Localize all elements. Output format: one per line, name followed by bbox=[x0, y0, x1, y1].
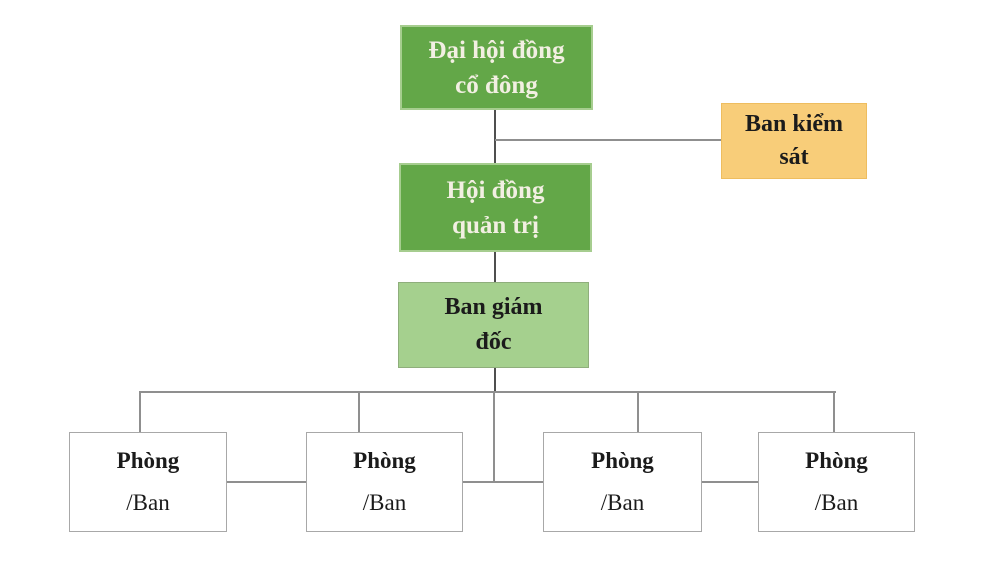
node-label-line: /Ban bbox=[600, 490, 645, 515]
node-label-line: sát bbox=[779, 144, 809, 170]
node-label-line: Đại hội đồng bbox=[428, 36, 565, 64]
connector-bus-horizontal bbox=[140, 391, 836, 393]
connector-drop-dept4 bbox=[833, 391, 835, 432]
connector-drop-dept2 bbox=[358, 391, 360, 432]
node-label-line: Phòng bbox=[591, 448, 654, 473]
connector-drop-dept3 bbox=[637, 391, 639, 432]
node-department-4: Phòng /Ban bbox=[758, 432, 915, 532]
node-department-1: Phòng /Ban bbox=[69, 432, 227, 532]
node-label-line: /Ban bbox=[362, 490, 407, 515]
node-management-board: Ban giám đốc bbox=[398, 282, 589, 368]
connector-shareholders-board bbox=[494, 110, 496, 163]
connector-shareholders-supervisory bbox=[495, 139, 721, 141]
node-label-line: Hội đồng bbox=[446, 176, 545, 204]
connector-board-management bbox=[494, 252, 496, 282]
node-board-of-directors: Hội đồng quản trị bbox=[399, 163, 592, 252]
node-supervisory-board: Ban kiểm sát bbox=[721, 103, 867, 179]
node-label-line: Phòng bbox=[116, 448, 180, 473]
node-label-line: đốc bbox=[475, 329, 512, 355]
node-shareholders-meeting: Đại hội đồng cổ đông bbox=[400, 25, 593, 110]
node-label-line: Ban kiểm bbox=[744, 111, 843, 137]
connector-management-bus bbox=[494, 368, 496, 392]
node-label-line: cổ đông bbox=[455, 71, 538, 99]
connector-dept2-dept3 bbox=[463, 481, 543, 483]
connector-drop-dept1 bbox=[139, 391, 141, 432]
connector-dept3-dept4 bbox=[702, 481, 758, 483]
node-label-line: Ban giám bbox=[444, 294, 543, 320]
connector-dept1-dept2 bbox=[227, 481, 306, 483]
node-label-line: Phòng bbox=[353, 448, 416, 473]
node-label-line: /Ban bbox=[814, 490, 859, 515]
node-label-line: quản trị bbox=[452, 211, 539, 239]
connector-drop-center bbox=[493, 391, 495, 483]
node-label-line: Phòng bbox=[805, 448, 868, 473]
node-department-2: Phòng /Ban bbox=[306, 432, 463, 532]
node-label-line: /Ban bbox=[126, 490, 170, 515]
node-department-3: Phòng /Ban bbox=[543, 432, 702, 532]
